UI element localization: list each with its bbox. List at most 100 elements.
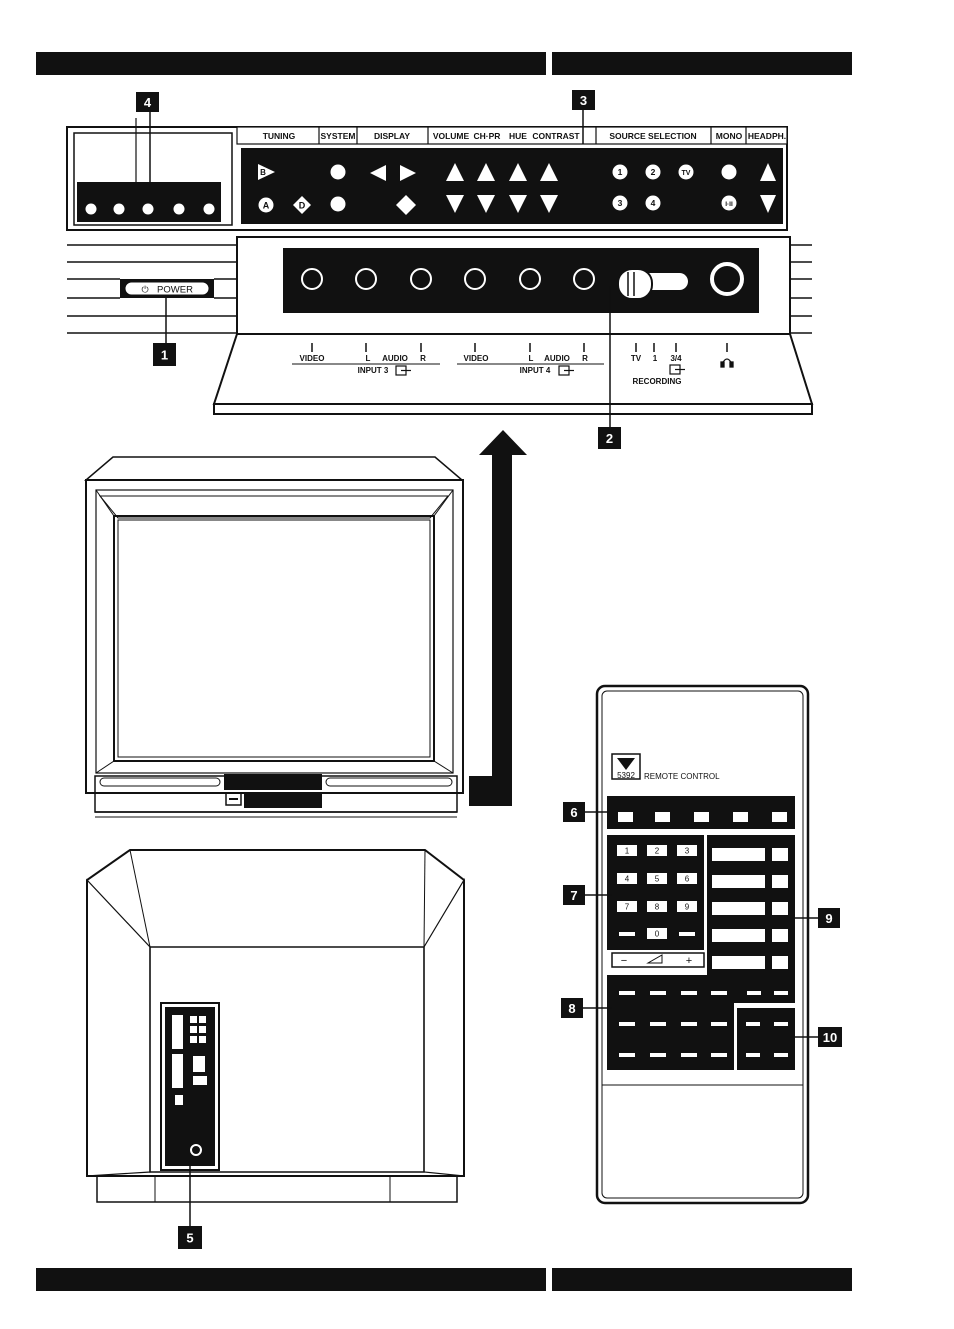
- chpr-down-arrow-icon[interactable]: [477, 195, 495, 213]
- indicator-strip: [77, 182, 221, 222]
- system-button-bottom[interactable]: [330, 196, 346, 212]
- remote-side-button-5[interactable]: [772, 956, 788, 969]
- headphone-down-arrow-icon[interactable]: [760, 195, 776, 213]
- header-mono: MONO: [716, 131, 743, 141]
- socket-video-3[interactable]: [301, 268, 323, 290]
- zoom-arrow-icon: [469, 430, 527, 806]
- panel-header-row: [236, 126, 788, 145]
- remote-slider-button-2[interactable]: [712, 875, 765, 888]
- headphone-up-arrow-icon[interactable]: [760, 163, 776, 181]
- key-6[interactable]: 6: [677, 873, 697, 884]
- key-3[interactable]: 3: [677, 845, 697, 856]
- source-4-label: 4: [651, 198, 656, 208]
- tv-screen: [117, 519, 431, 758]
- remote-title: REMOTE CONTROL: [644, 772, 720, 781]
- key-5[interactable]: 5: [647, 873, 667, 884]
- remote-control: 5392 REMOTE CONTROL 1 2 3 4 5 6 7 8 9 0: [583, 684, 818, 1205]
- remote-model-number: 5392: [617, 771, 635, 780]
- socket-audio-r-4[interactable]: [573, 268, 595, 290]
- label-video-3: VIDEO: [300, 354, 325, 363]
- remote-slider-button-4[interactable]: [712, 929, 765, 942]
- remote-function-button-3[interactable]: [694, 812, 709, 822]
- volume-down-arrow-icon[interactable]: [446, 195, 464, 213]
- svg-text:2: 2: [655, 847, 660, 856]
- header-display: DISPLAY: [374, 131, 410, 141]
- source-2-button[interactable]: 2: [645, 164, 661, 180]
- button-area: [241, 148, 783, 224]
- key-2[interactable]: 2: [647, 845, 667, 856]
- key-1[interactable]: 1: [617, 845, 637, 856]
- source-1-button[interactable]: 1: [612, 164, 628, 180]
- socket-audio-r-3[interactable]: [410, 268, 432, 290]
- volume-up-arrow-icon[interactable]: [446, 163, 464, 181]
- source-tv-label: TV: [682, 170, 691, 177]
- key-dash-right[interactable]: [679, 932, 695, 936]
- remote-control-group-10: [737, 1008, 795, 1070]
- display-left-arrow-icon[interactable]: [370, 165, 386, 181]
- label-rec-34: 3/4: [670, 354, 682, 363]
- key-9[interactable]: 9: [677, 901, 697, 912]
- source-1-label: 1: [618, 167, 623, 177]
- label-l-4: L: [529, 354, 534, 363]
- tuning-a-button[interactable]: A: [258, 197, 274, 213]
- contrast-up-arrow-icon[interactable]: [540, 163, 558, 181]
- remote-dash-button-1[interactable]: [747, 991, 761, 995]
- mono-button[interactable]: [721, 164, 737, 180]
- remote-side-button-4[interactable]: [772, 929, 788, 942]
- remote-function-button-2[interactable]: [655, 812, 670, 822]
- socket-audio-l-3[interactable]: [355, 268, 377, 290]
- header-hue: HUE: [509, 131, 527, 141]
- source-tv-button[interactable]: TV: [678, 164, 694, 180]
- remote-side-button-3[interactable]: [772, 902, 788, 915]
- label-r-3: R: [420, 354, 426, 363]
- remote-function-button-1[interactable]: [618, 812, 633, 822]
- recording-slider-switch[interactable]: [617, 268, 688, 300]
- label-audio-3: AUDIO: [382, 354, 408, 363]
- label-input3: INPUT 3: [358, 366, 389, 375]
- remote-function-button-4[interactable]: [733, 812, 748, 822]
- source-4-button[interactable]: 4: [645, 195, 661, 211]
- tuning-b-button[interactable]: B: [258, 164, 275, 180]
- tuning-d-button[interactable]: D: [293, 196, 311, 214]
- remote-slider-button-1[interactable]: [712, 848, 765, 861]
- header-tuning: TUNING: [263, 131, 296, 141]
- chpr-up-arrow-icon[interactable]: [477, 163, 495, 181]
- svg-text:1: 1: [161, 348, 168, 363]
- contrast-down-arrow-icon[interactable]: [540, 195, 558, 213]
- svg-text:6: 6: [570, 805, 577, 820]
- key-0[interactable]: 0: [647, 928, 667, 939]
- top-bar-left: [36, 52, 546, 75]
- dual-sound-button[interactable]: I·II: [721, 195, 737, 211]
- remote-dash-button-2[interactable]: [774, 991, 788, 995]
- power-symbol-icon: ⏻: [141, 285, 148, 295]
- system-button-top[interactable]: [330, 164, 346, 180]
- key-7[interactable]: 7: [617, 901, 637, 912]
- label-input4: INPUT 4: [520, 366, 551, 375]
- remote-function-button-5[interactable]: [772, 812, 787, 822]
- front-base-shelf: [212, 333, 814, 405]
- callout-badge-2: 2: [598, 427, 621, 449]
- hue-up-arrow-icon[interactable]: [509, 163, 527, 181]
- display-diamond-button[interactable]: [396, 195, 416, 215]
- remote-slider-button-5[interactable]: [712, 956, 765, 969]
- key-4[interactable]: 4: [617, 873, 637, 884]
- key-8[interactable]: 8: [647, 901, 667, 912]
- headphone-socket[interactable]: [710, 262, 744, 296]
- tuning-d-label: D: [299, 201, 306, 211]
- source-3-button[interactable]: 3: [612, 195, 628, 211]
- remote-side-button-1[interactable]: [772, 848, 788, 861]
- display-right-arrow-icon[interactable]: [400, 165, 416, 181]
- svg-text:5: 5: [655, 875, 660, 884]
- remote-slider-button-3[interactable]: [712, 902, 765, 915]
- socket-audio-l-4[interactable]: [519, 268, 541, 290]
- key-dash-left[interactable]: [619, 932, 635, 936]
- power-button[interactable]: ⏻ POWER: [120, 279, 214, 298]
- hue-down-arrow-icon[interactable]: [509, 195, 527, 213]
- header-source-selection: SOURCE SELECTION: [609, 131, 696, 141]
- remote-side-button-2[interactable]: [772, 875, 788, 888]
- svg-text:7: 7: [625, 903, 630, 912]
- remote-volume-bar[interactable]: − +: [611, 952, 705, 968]
- socket-video-4[interactable]: [464, 268, 486, 290]
- callout-badges: 1 2 3 4 5 6 7 8 9 10: [136, 90, 842, 1249]
- header-volume: VOLUME: [433, 131, 470, 141]
